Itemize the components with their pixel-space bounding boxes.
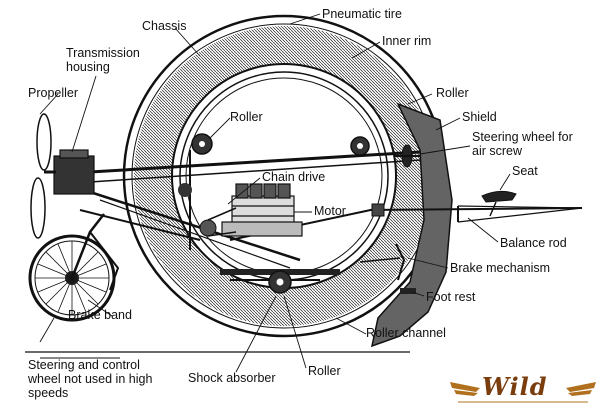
transmission-housing [53,149,95,195]
label-balance-rod: Balance rod [500,236,567,250]
foot-rest [400,288,416,294]
logo-text: Wild [482,372,548,401]
label-steering-control: Steering and control wheel not used in h… [28,358,153,400]
brake-mechanism [359,243,406,281]
leader-lines [39,13,511,373]
label-shield: Shield [462,110,497,124]
wild-logo: Wild [448,372,598,406]
wings-icon [450,382,596,403]
roller-top [191,133,213,155]
label-shock-absorber: Shock absorber [188,371,276,385]
label-seat: Seat [512,164,538,178]
label-foot-rest: Foot rest [426,290,476,304]
label-pneumatic-tire: Pneumatic tire [322,7,402,21]
steering-wheel-air-screw [395,144,420,168]
label-propeller: Propeller [28,86,79,100]
label-roller-top-right: Roller [436,86,469,100]
propeller [30,113,56,239]
front-fork [70,213,120,291]
balance-rod [369,203,583,223]
roller-bottom [268,270,292,294]
label-roller-bottom: Roller [308,364,341,378]
motor [221,183,303,237]
label-roller-top: Roller [230,110,263,124]
roller-top-right [350,136,370,156]
seat [481,190,517,217]
shield [370,102,453,348]
label-steering-wheel-air-screw: Steering wheel for air screw [472,130,573,158]
chain-drive [199,207,237,237]
label-brake-band: Brake band [68,308,132,322]
label-inner-rim: Inner rim [382,34,432,48]
label-motor: Motor [314,204,346,218]
label-brake-mechanism: Brake mechanism [450,261,551,275]
roller-left [178,183,192,197]
label-chain-drive: Chain drive [262,170,326,184]
label-chassis: Chassis [142,19,187,33]
label-roller-channel: Roller channel [366,326,446,340]
label-transmission-housing: Transmission housing [66,46,140,74]
